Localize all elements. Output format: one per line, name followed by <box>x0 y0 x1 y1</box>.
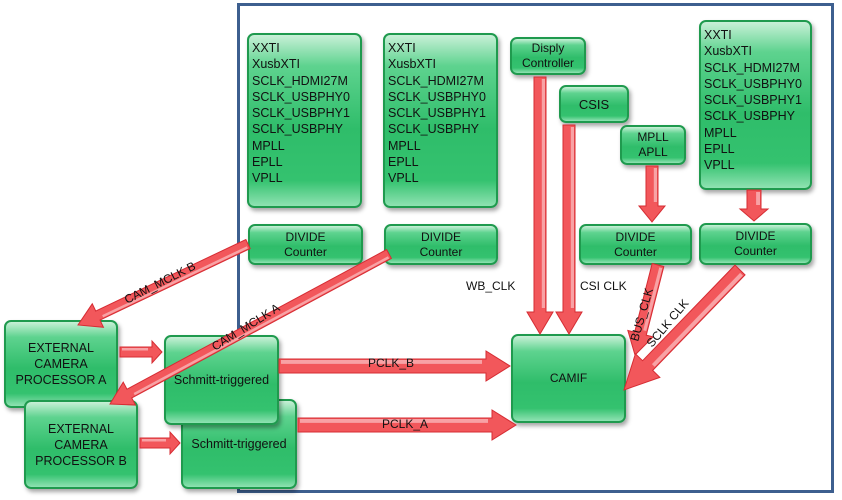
ext-a-line-2: CAMERA <box>34 357 88 371</box>
schmitt-a-label: Schmitt-triggered <box>173 373 270 387</box>
clock-source-item: MPLL <box>388 138 421 153</box>
csi-clk-arrow <box>555 124 583 335</box>
clock-source-item: XusbXTI <box>388 57 436 72</box>
clock-source-item: XusbXTI <box>704 44 752 59</box>
display-controller-label-1: Disply <box>531 41 565 55</box>
pclk-a-arrow <box>297 409 517 441</box>
clock-source-item: SCLK_USBPHY1 <box>252 106 350 121</box>
csis-label: CSIS <box>578 96 610 112</box>
clock-source-item: MPLL <box>704 125 737 140</box>
cam-mclk-a-arrow-highlight <box>133 256 390 396</box>
wb-clk-arrow <box>526 76 554 335</box>
ext-a-line-1: EXTERNAL <box>28 341 94 355</box>
sclk-clk-arrow-highlight <box>651 272 743 367</box>
divide-label: DIVIDE <box>735 229 776 243</box>
bus-clk-arrow <box>627 262 665 356</box>
ext-b-line-1: EXTERNAL <box>48 421 114 436</box>
ext-b-line-2: CAMERA <box>54 437 108 452</box>
schmitt-b-label: Schmitt-triggered <box>191 437 287 451</box>
clock-source-item: VPLL <box>388 171 419 186</box>
bus-clk-arrow-highlight <box>643 267 663 332</box>
clock-source-item: SCLK_USBPHY <box>704 109 796 124</box>
divide-label: DIVIDE <box>615 229 656 244</box>
cam-mclk-a-arrow <box>109 248 393 406</box>
mpll-to-divide-arrow <box>637 165 667 223</box>
clock-source-item: SCLK_HDMI27M <box>704 60 800 75</box>
clock-source-item: SCLK_HDMI27M <box>252 73 348 88</box>
pclk-a-label: PCLK_A <box>382 417 428 431</box>
ext-a-line-3: PROCESSOR A <box>15 373 107 387</box>
mpll-label: MPLL <box>637 130 669 144</box>
camif-label: CAMIF <box>549 371 588 385</box>
pclk-b-arrow <box>278 350 511 382</box>
cam-mclk-b-arrow-highlight <box>102 246 248 318</box>
sclk-clk-arrow <box>623 264 746 391</box>
clock-source-item: SCLK_HDMI27M <box>388 73 484 88</box>
clock-source-item: SCLK_USBPHY1 <box>704 93 802 108</box>
src3-to-divide-arrow-highlight <box>756 192 760 205</box>
wb-clk-arrow-highlight <box>541 79 545 308</box>
clock-source-item: XXTI <box>252 41 280 55</box>
display-controller-label-2: Controller <box>521 56 575 70</box>
clock-source-item: EPLL <box>704 142 735 157</box>
clock-source-item: MPLL <box>252 138 285 153</box>
camif-block: CAMIF <box>511 334 626 423</box>
wb-clk-label: WB_CLK <box>466 279 515 293</box>
clock-source-item: SCLK_USBPHY <box>388 122 480 137</box>
clock-source-item: SCLK_USBPHY0 <box>704 76 802 91</box>
csi-clk-label: CSI CLK <box>580 279 627 293</box>
external-camera-processor-a: EXTERNAL CAMERA PROCESSOR A <box>4 320 118 408</box>
clock-source-item: VPLL <box>704 158 735 173</box>
counter-label: Counter <box>614 244 657 259</box>
pclk-a-arrow-highlight <box>300 419 488 423</box>
apll-label: APLL <box>638 145 668 159</box>
clock-source-item: SCLK_USBPHY0 <box>388 89 486 104</box>
pclk-b-arrow-highlight <box>281 360 482 364</box>
csi-clk-arrow-highlight <box>570 127 574 308</box>
clock-source-item: EPLL <box>388 155 419 170</box>
ext-a-to-schmitt-arrow <box>119 339 163 365</box>
clock-source-item: XXTI <box>704 28 732 42</box>
cam-mclk-b-arrow <box>77 238 251 328</box>
divide-label: DIVIDE <box>420 229 461 244</box>
csis-block: CSIS <box>559 85 629 123</box>
ext-a-to-schmitt-arrow-highlight <box>122 348 148 351</box>
clock-source-item: XusbXTI <box>252 57 300 72</box>
clock-source-item: SCLK_USBPHY0 <box>252 89 350 104</box>
clock-source-item: SCLK_USBPHY1 <box>388 106 486 121</box>
divide-label: DIVIDE <box>285 229 326 244</box>
ext-b-to-schmitt-arrow-highlight <box>142 439 166 442</box>
counter-label: Counter <box>419 244 463 259</box>
clock-source-item: XXTI <box>388 41 416 55</box>
clock-source-item: VPLL <box>252 171 283 186</box>
cam-mclk-a-label: CAM_MCLK A <box>209 301 282 354</box>
ext-b-line-3: PROCESSOR B <box>35 453 127 468</box>
clock-source-item: EPLL <box>252 155 283 170</box>
cam-mclk-b-label: CAM_MCLK B <box>122 259 198 307</box>
mpll-to-divide-arrow-highlight <box>653 168 657 202</box>
clock-source-item: SCLK_USBPHY <box>252 122 344 137</box>
counter-label: Counter <box>284 244 327 259</box>
src3-to-divide-arrow <box>738 189 770 222</box>
counter-label: Counter <box>734 244 777 258</box>
ext-b-to-schmitt-arrow <box>139 430 181 456</box>
pclk-b-label: PCLK_B <box>368 356 414 370</box>
